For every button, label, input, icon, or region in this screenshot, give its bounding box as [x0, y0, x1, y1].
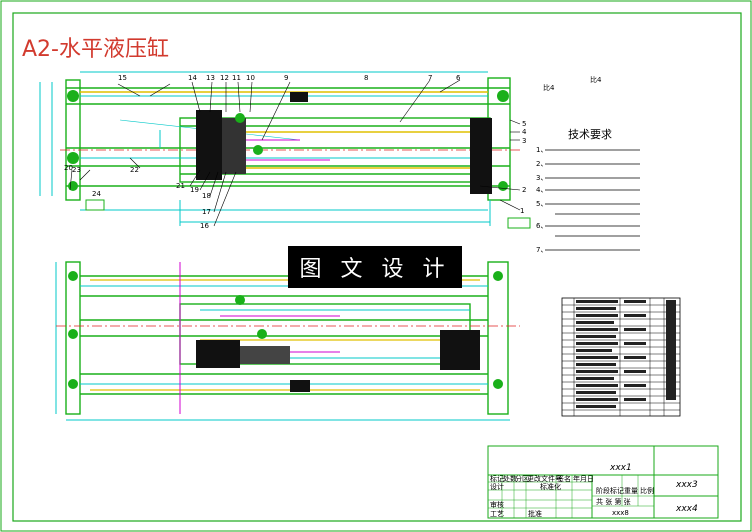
- tb-label-designer: 设计: [490, 482, 504, 491]
- svg-text:1: 1: [520, 207, 524, 215]
- svg-text:17: 17: [202, 208, 211, 216]
- tb-label-craft: 工艺: [490, 510, 504, 518]
- tb-label-date: 年月日: [573, 474, 594, 483]
- svg-text:12: 12: [220, 74, 229, 82]
- tech-req-1: 1、: [536, 146, 547, 154]
- tech-req-4: 4、: [536, 186, 547, 194]
- top-view: 15 14 13 12 11 10 9 8 7 6 5 4 3 2 1 20 2…: [39, 71, 602, 230]
- svg-text:比4: 比4: [590, 75, 602, 84]
- svg-text:5: 5: [522, 120, 526, 128]
- svg-text:21: 21: [176, 182, 185, 190]
- svg-text:22: 22: [130, 166, 139, 174]
- svg-text:23: 23: [72, 166, 81, 174]
- tb-label-approve: 批准: [528, 509, 542, 518]
- tech-req-2: 2、: [536, 160, 547, 168]
- tech-req-heading: 技术要求: [568, 128, 612, 141]
- tech-req-6: 6、: [536, 222, 547, 230]
- tb-label-standard: 标准化: [540, 482, 561, 491]
- tb-code: xxx3: [675, 480, 698, 490]
- watermark-banner: 图 文 设 计: [288, 246, 462, 288]
- svg-text:11: 11: [232, 74, 241, 82]
- tb-label-zone: 分区: [515, 474, 529, 483]
- svg-text:18: 18: [202, 192, 211, 200]
- svg-text:15: 15: [118, 74, 127, 82]
- parts-list: [561, 297, 681, 417]
- svg-text:20: 20: [64, 164, 73, 172]
- svg-text:2: 2: [522, 186, 526, 194]
- tech-req-7: 7、: [536, 246, 547, 254]
- svg-text:9: 9: [284, 74, 288, 82]
- tb-label-checker: 审核: [490, 500, 504, 509]
- tech-req-3: 3、: [536, 174, 547, 182]
- svg-text:6: 6: [456, 74, 461, 82]
- tb-label-sheets: 共 张 第 张: [596, 497, 631, 506]
- svg-text:10: 10: [246, 74, 255, 82]
- tb-sheet-ref: xxx8: [612, 509, 629, 517]
- tb-label-doc: 更改文件号: [527, 474, 562, 483]
- tech-req-5: 5、: [536, 200, 547, 208]
- tb-label-weight: 重量: [624, 487, 638, 495]
- bottom-view: [55, 261, 520, 421]
- svg-text:7: 7: [428, 74, 432, 82]
- svg-text:16: 16: [200, 222, 209, 230]
- svg-text:3: 3: [522, 137, 526, 145]
- tech-requirements: 技术要求 1、 2、 3、 4、 5、 6、 7、: [536, 128, 640, 254]
- svg-text:19: 19: [190, 186, 199, 194]
- svg-text:8: 8: [364, 74, 368, 82]
- tb-label-sign: 签名: [557, 474, 571, 483]
- drawing-title: A2-水平液压缸: [22, 37, 169, 62]
- tb-label-count: 处数: [503, 474, 517, 483]
- inner-frame: [12, 12, 742, 522]
- title-block: xxx1 xxx3 xxx4 xxx8 标记 处数 分区 更改文件号 签名 年月…: [487, 445, 719, 519]
- svg-text:14: 14: [188, 74, 197, 82]
- svg-text:24: 24: [92, 190, 101, 198]
- svg-text:4: 4: [522, 128, 527, 136]
- tb-label-scale: 比例: [640, 486, 654, 495]
- svg-text:比4: 比4: [543, 83, 555, 92]
- tb-label-mark: 标记: [490, 474, 504, 483]
- tb-label-stage: 阶段标记: [596, 486, 624, 495]
- svg-text:13: 13: [206, 74, 215, 82]
- tb-company: xxx4: [675, 504, 698, 514]
- tb-drawing-name: xxx1: [609, 463, 632, 473]
